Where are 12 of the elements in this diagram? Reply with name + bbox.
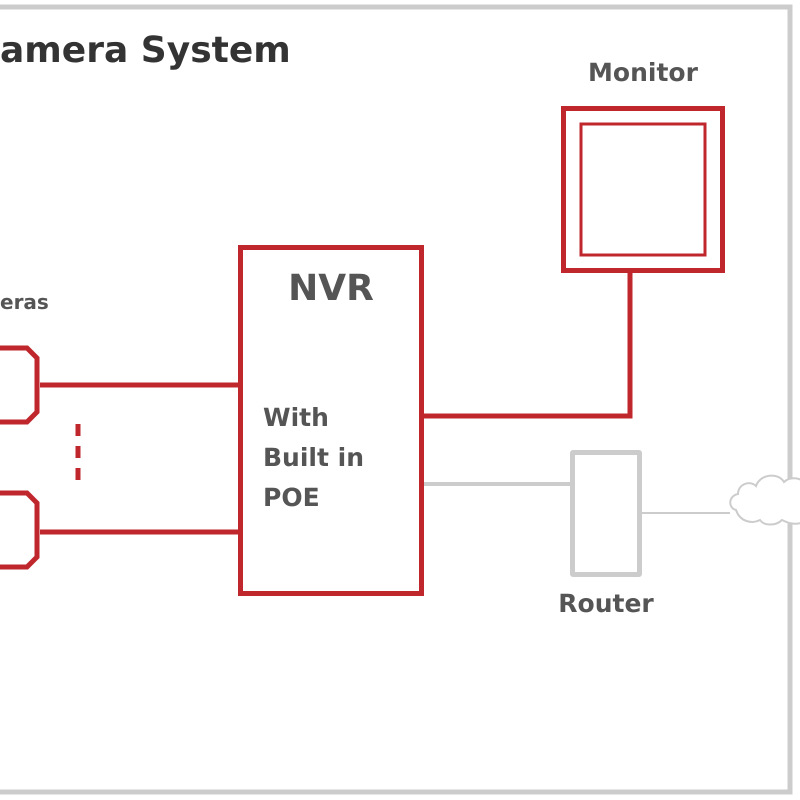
connector-line: [424, 482, 570, 486]
connector-line: [424, 270, 632, 418]
connector-line: [40, 382, 238, 388]
group-label: eras: [0, 290, 49, 314]
connector-line: [642, 512, 730, 514]
node-title: NVR: [287, 268, 375, 309]
node-label: Monitor: [587, 58, 699, 87]
connector-line: [40, 530, 238, 534]
node-label: Router: [557, 589, 655, 618]
nvr-box: [238, 245, 424, 596]
node-description: With Built in POE: [263, 402, 366, 514]
title: amera System: [0, 30, 291, 71]
